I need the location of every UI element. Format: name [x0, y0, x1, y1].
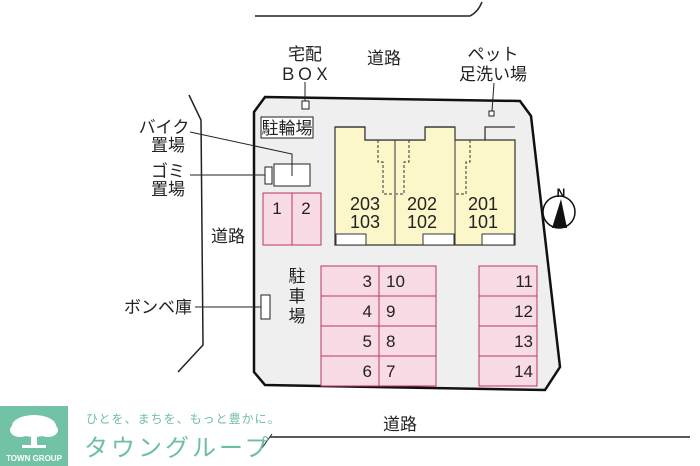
road-line-top [255, 1, 483, 17]
bike-parking-label-2: 置場 [151, 136, 185, 156]
delivery-box-marker [301, 100, 310, 110]
parking-lot-label-3: 場 [289, 307, 306, 327]
gas-cylinder-label: ボンベ庫 [124, 298, 192, 318]
pet-wash-label: ペット [468, 45, 519, 65]
parking-space: 4 [320, 295, 380, 327]
unit-lower: 102 [407, 212, 437, 232]
bicycle-parking-label: 駐輪場 [262, 119, 313, 139]
parking-space-1: 1 [262, 192, 293, 246]
tree-icon [10, 415, 58, 448]
space-number: 11 [515, 272, 533, 291]
unit-upper: 202 [407, 194, 437, 214]
space-number: 9 [386, 302, 395, 321]
space-number: 3 [363, 272, 372, 291]
space-number: 8 [386, 332, 395, 351]
garbage-label: ゴミ [151, 161, 185, 182]
parking-lot-label-1: 駐 [289, 267, 306, 287]
parking-space-2: 2 [291, 192, 322, 246]
pet-wash-label-2: 足洗い場 [459, 65, 527, 85]
parking-space: 7 [378, 355, 437, 387]
unit-201-101: 201 101 [468, 194, 498, 232]
parking-space: 5 [320, 325, 380, 357]
parking-space: 12 [478, 295, 538, 327]
pet-wash-marker [488, 110, 495, 117]
parking-space: 10 [378, 265, 437, 297]
bicycle-parking-frame [260, 116, 314, 139]
apartment-building [334, 126, 516, 246]
logo-tagline: ひとを、まちを、もっと豊かに。 [86, 412, 281, 426]
parking-space: 9 [378, 295, 437, 327]
parking-space: 11 [478, 265, 538, 297]
logo-brand: タウングループ [84, 434, 272, 462]
delivery-box-label: 宅配 [288, 45, 322, 65]
bike-parking-label: バイク [139, 118, 190, 138]
parking-space: 14 [478, 355, 538, 387]
space-number: 14 [514, 362, 533, 381]
space-number: 2 [301, 199, 310, 218]
garbage-label-2: 置場 [151, 180, 185, 200]
space-number: 7 [386, 362, 395, 381]
unit-202-102: 202 102 [407, 194, 437, 232]
parking-space: 13 [478, 325, 538, 357]
parking-space: 8 [378, 325, 437, 357]
road-label-left: 道路 [211, 227, 245, 247]
garbage-marker [264, 166, 273, 185]
parking-space: 6 [320, 355, 380, 387]
gas-cylinder-marker [260, 294, 271, 320]
town-group-logo: TOWN GROUP [0, 406, 68, 466]
logo-company-name: TOWN GROUP [6, 454, 62, 463]
unit-lower: 101 [468, 212, 498, 232]
delivery-box-label-2: ＢＯＸ [280, 65, 331, 85]
unit-upper: 203 [350, 194, 380, 214]
space-number: 13 [514, 332, 533, 351]
road-label-top: 道路 [367, 49, 401, 69]
parking-block-b: 11 12 13 14 [478, 265, 538, 387]
compass-label: N [557, 186, 566, 200]
space-number: 10 [386, 272, 405, 291]
unit-203-103: 203 103 [350, 194, 380, 232]
road-line-left [177, 94, 204, 373]
space-number: 4 [363, 302, 372, 321]
space-number: 6 [363, 362, 372, 381]
space-number: 1 [272, 199, 281, 218]
unit-lower: 103 [350, 212, 380, 232]
parking-lot-label-2: 車 [289, 287, 306, 307]
compass-north-icon: N [542, 186, 576, 229]
road-label-bottom: 道路 [383, 415, 417, 435]
parking-space: 3 [320, 265, 380, 297]
space-number: 5 [363, 332, 372, 351]
unit-upper: 201 [468, 194, 498, 214]
logo-line [261, 433, 273, 449]
space-number: 12 [514, 302, 533, 321]
